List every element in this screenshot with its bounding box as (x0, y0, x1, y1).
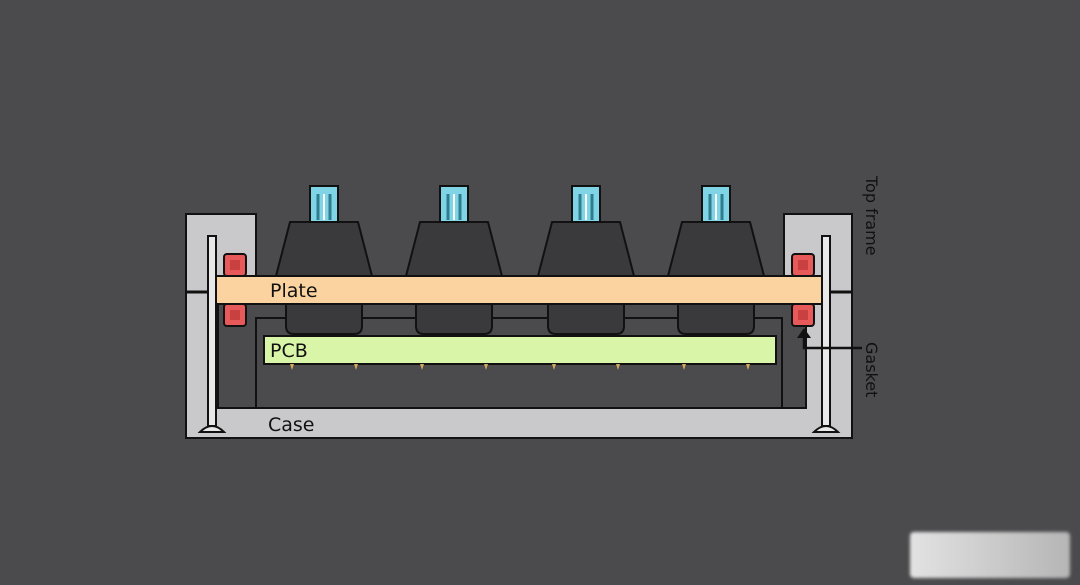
gasket-right (791, 253, 815, 327)
switch-housing-bottom (677, 303, 755, 335)
pcb-pin (290, 364, 294, 370)
pcb (263, 335, 777, 365)
pcb-pin (354, 364, 358, 370)
switch (275, 185, 373, 335)
case-label: Case (268, 414, 315, 436)
pcb-pin (484, 364, 488, 370)
gasket-label: Gasket (862, 342, 881, 397)
pcb-label: PCB (270, 340, 308, 362)
gasket-left (223, 253, 247, 327)
watermark-blur (910, 532, 1070, 578)
switch-housing-bottom (547, 303, 625, 335)
switch (537, 185, 635, 335)
switch-housing-top (275, 221, 373, 277)
pcb-pin (552, 364, 556, 370)
switch-housing-top (405, 221, 503, 277)
switches (275, 185, 765, 335)
screw-left (197, 235, 227, 433)
screw-right (811, 235, 841, 433)
pcb-pin (420, 364, 424, 370)
gasket-arrow (797, 328, 862, 350)
pcb-pin (682, 364, 686, 370)
top-frame-label: Top frame (862, 175, 881, 256)
switch-housing-top (667, 221, 765, 277)
plate (215, 275, 823, 305)
switch (667, 185, 765, 335)
pcb-pin (746, 364, 750, 370)
pcb-pins (290, 364, 750, 370)
plate-label: Plate (270, 280, 318, 302)
switch-housing-bottom (285, 303, 363, 335)
switch-housing-bottom (415, 303, 493, 335)
switch (405, 185, 503, 335)
pcb-pin (616, 364, 620, 370)
switch-housing-top (537, 221, 635, 277)
